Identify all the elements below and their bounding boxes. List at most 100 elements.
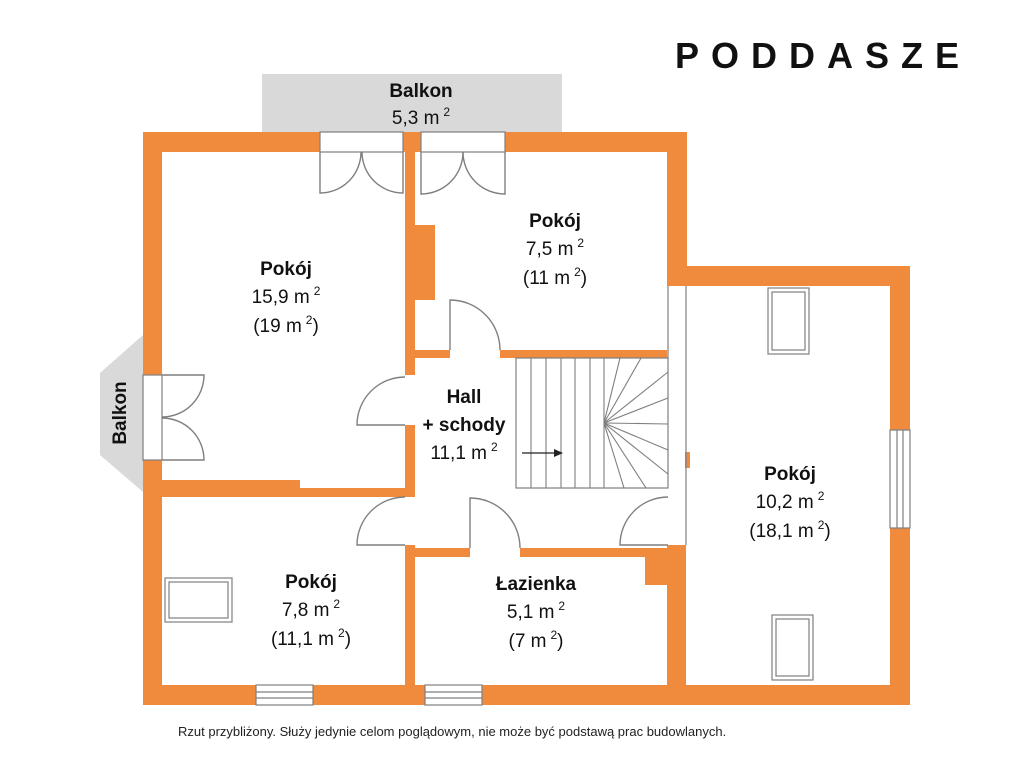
total-area-close: ) [824, 521, 831, 542]
area-unit-superscript: 2 [313, 284, 321, 298]
total-area-unit-superscript: 2 [550, 628, 558, 642]
skylight-bottom-left [164, 577, 233, 623]
total-area-unit-superscript: 2 [338, 626, 345, 640]
interior-wall-hall-top-a [415, 350, 450, 358]
area-unit-superscript: 2 [817, 489, 825, 503]
balcony-door-frame-2 [420, 131, 506, 153]
interior-wall-left-middle [405, 425, 415, 497]
interior-wall-hall-top-b [500, 350, 667, 358]
total-area-value: (7 m [508, 631, 547, 652]
outer-wall-right-lower [890, 528, 910, 705]
total-area-value: (11 m [522, 268, 571, 289]
room-name: Hall [446, 387, 482, 408]
area-unit-superscript: 2 [491, 440, 498, 454]
total-area-value: (18,1 m [749, 521, 814, 542]
staircase [515, 357, 669, 489]
balcony-door-swing-2a [420, 151, 464, 195]
outer-wall-bottom-2 [313, 685, 425, 705]
room-right-door-swing [619, 496, 669, 546]
bathroom-door-swing [469, 497, 521, 549]
balcony-door-frame-left [142, 374, 163, 461]
total-area-close: ) [312, 316, 319, 337]
room-top-left-door-swing [356, 376, 406, 426]
room-name: Pokój [529, 211, 581, 232]
skylight-right-bottom [771, 614, 814, 681]
interior-wall-left-upper [405, 152, 415, 375]
interior-wall-left-lower [405, 545, 415, 685]
total-area-close: ) [557, 631, 564, 652]
skylight-right-top [767, 287, 810, 355]
room-name: Łazienka [495, 574, 577, 595]
area-unit-superscript: 2 [577, 236, 585, 250]
outer-wall-left-upper [143, 132, 162, 375]
area-unit-superscript: 2 [558, 599, 566, 613]
window-right [889, 429, 911, 529]
balcony-door-swing-2b [462, 151, 506, 195]
interior-wall-bathroom-top-b [520, 548, 667, 557]
total-area-unit-superscript: 2 [574, 265, 581, 279]
interior-wall-rooms-left-b [300, 488, 405, 497]
room-name: Pokój [260, 259, 312, 280]
total-area-value: (11,1 m [270, 629, 334, 650]
wall-bump [685, 452, 690, 468]
interior-wall-bathroom-top-a [415, 548, 470, 557]
room-top-middle-door-swing [449, 299, 501, 351]
balcony-door-frame-1 [319, 131, 404, 153]
shaft-block [645, 557, 667, 585]
interior-wall-right-lower [667, 545, 686, 685]
outer-wall-top-pier [403, 132, 421, 152]
left-balcony-door-swing-b [161, 417, 205, 461]
area-value: 15,9 m [251, 287, 310, 308]
area-value: 7,5 m [525, 239, 574, 260]
hall-label: Hall + schody 11,1 m 2 [423, 384, 506, 469]
balcony-door-swing-1a [319, 151, 362, 194]
window-bottom-1 [255, 684, 314, 706]
room-name: Pokój [285, 572, 337, 593]
outer-wall-wing-top [667, 266, 910, 286]
window-bottom-2 [424, 684, 483, 706]
area-value: 11,1 m [430, 443, 487, 464]
room-subtitle: + schody [422, 415, 506, 436]
balcony-top-area [262, 74, 562, 132]
outer-wall-top-left [143, 132, 320, 152]
disclaimer-note: Rzut przybliżony. Służy jedynie celom po… [178, 724, 727, 739]
room-area: 11,1 m 2 [423, 440, 506, 469]
area-value: 7,8 m [281, 600, 330, 621]
chimney [415, 225, 435, 300]
room-total-area: (11,1 m 2) [271, 626, 351, 655]
total-area-close: ) [580, 268, 588, 289]
room-name: Balkon [389, 81, 453, 102]
total-area-close: ) [344, 629, 352, 650]
area-unit-superscript: 2 [443, 105, 451, 119]
outer-wall-top-right [505, 132, 687, 152]
outer-wall-bottom-1 [143, 685, 256, 705]
total-area-unit-superscript: 2 [817, 518, 825, 532]
outer-wall-middle-right [667, 132, 687, 286]
interior-wall-rooms-left-a [162, 480, 300, 497]
area-value: 10,2 m [755, 492, 814, 513]
room-name: Pokój [764, 464, 816, 485]
outer-wall-left-lower [143, 460, 162, 705]
page-title: PODDASZE [675, 35, 972, 76]
balcony-left-label: Balkon [110, 381, 131, 445]
area-unit-superscript: 2 [333, 597, 341, 611]
balcony-door-swing-1b [361, 151, 404, 194]
area-value: 5,1 m [506, 602, 555, 623]
outer-wall-right-upper [890, 266, 910, 430]
